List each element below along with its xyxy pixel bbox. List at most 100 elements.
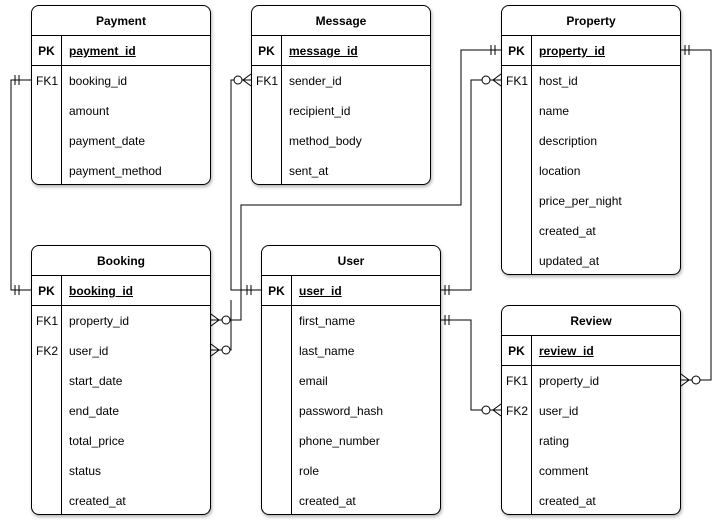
field-row: created_at bbox=[262, 486, 440, 514]
attribute-name: location bbox=[539, 164, 581, 178]
field-row: FK2 user_id bbox=[32, 336, 210, 366]
field-row: method_body bbox=[252, 126, 430, 156]
key-label bbox=[502, 156, 532, 186]
key-label bbox=[262, 426, 292, 456]
field-row: rating bbox=[502, 426, 680, 456]
zero-mark-booking-property bbox=[221, 315, 231, 325]
key-label bbox=[502, 486, 532, 514]
pk-row: PK review_id bbox=[502, 336, 680, 366]
attribute-name: sent_at bbox=[289, 164, 329, 178]
attribute-name: booking_id bbox=[69, 284, 133, 298]
field-row: role bbox=[262, 456, 440, 486]
crowfoot-message bbox=[242, 73, 252, 87]
attribute-name: first_name bbox=[299, 314, 356, 328]
one-mark-payment bbox=[14, 75, 20, 85]
field-row: payment_date bbox=[32, 126, 210, 156]
crowfoot-booking-property bbox=[210, 313, 220, 327]
crowfoot-review-property bbox=[680, 373, 690, 387]
one-mark-property-review bbox=[684, 45, 690, 55]
key-label bbox=[502, 96, 532, 126]
crowfoot-review-user bbox=[492, 403, 502, 417]
attribute-name: description bbox=[539, 134, 598, 148]
key-label bbox=[252, 126, 282, 156]
key-label bbox=[252, 96, 282, 126]
attribute-name: payment_date bbox=[69, 134, 146, 148]
connector-property-user bbox=[441, 79, 501, 291]
key-label: FK1 bbox=[505, 374, 528, 388]
field-row: end_date bbox=[32, 396, 210, 426]
attribute-name: user_id bbox=[69, 344, 109, 358]
attribute-name: message_id bbox=[289, 44, 358, 58]
field-row: payment_method bbox=[32, 156, 210, 184]
key-label bbox=[262, 456, 292, 486]
attribute-name: property_id bbox=[539, 44, 606, 58]
pk-row: PK message_id bbox=[252, 36, 430, 66]
entity-title: Booking bbox=[32, 246, 210, 276]
entity-title: Property bbox=[502, 6, 680, 36]
connector-booking-user bbox=[211, 300, 232, 351]
attribute-name: name bbox=[539, 104, 570, 118]
key-label: FK1 bbox=[505, 74, 528, 88]
attribute-name: email bbox=[299, 374, 328, 388]
key-label bbox=[502, 216, 532, 246]
key-label: PK bbox=[502, 336, 532, 365]
attribute-name: review_id bbox=[539, 344, 594, 358]
key-label: PK bbox=[502, 36, 532, 65]
attribute-name: total_price bbox=[69, 434, 125, 448]
connector-payment-booking bbox=[10, 79, 31, 291]
one-mark-user-review bbox=[444, 315, 450, 325]
pk-row: PK user_id bbox=[262, 276, 440, 306]
key-label bbox=[262, 336, 292, 366]
attribute-name: role bbox=[299, 464, 320, 478]
pk-row: PK payment_id bbox=[32, 36, 210, 66]
field-row: start_date bbox=[32, 366, 210, 396]
field-row: password_hash bbox=[262, 396, 440, 426]
entity-user[interactable]: User PK user_id first_name last_name ema… bbox=[261, 245, 441, 515]
zero-mark-review-user bbox=[481, 405, 491, 415]
field-row: price_per_night bbox=[502, 186, 680, 216]
attribute-name: created_at bbox=[539, 494, 596, 508]
attribute-name: payment_method bbox=[69, 164, 162, 178]
key-label bbox=[502, 426, 532, 456]
zero-mark-property-host bbox=[481, 75, 491, 85]
connector-review-property bbox=[681, 49, 712, 381]
zero-mark-booking-user bbox=[221, 345, 231, 355]
attribute-name: rating bbox=[539, 434, 570, 448]
attribute-name: booking_id bbox=[69, 74, 128, 88]
one-mark-user-property bbox=[444, 285, 450, 295]
attribute-name: method_body bbox=[289, 134, 362, 148]
one-mark-property-booking bbox=[490, 45, 496, 55]
entity-title: Message bbox=[252, 6, 430, 36]
key-label: PK bbox=[32, 276, 62, 305]
crowfoot-property-host bbox=[492, 73, 502, 87]
field-row: created_at bbox=[502, 216, 680, 246]
key-label bbox=[262, 486, 292, 514]
field-row: created_at bbox=[502, 486, 680, 514]
zero-mark-review-property bbox=[691, 375, 701, 385]
attribute-name: price_per_night bbox=[539, 194, 622, 208]
attribute-name: status bbox=[69, 464, 102, 478]
attribute-name: sender_id bbox=[289, 74, 342, 88]
key-label bbox=[32, 426, 62, 456]
attribute-name: end_date bbox=[69, 404, 120, 418]
field-row: sent_at bbox=[252, 156, 430, 184]
key-label bbox=[32, 456, 62, 486]
entity-title: Review bbox=[502, 306, 680, 336]
attribute-name: recipient_id bbox=[289, 104, 351, 118]
key-label bbox=[262, 306, 292, 336]
key-label: PK bbox=[252, 36, 282, 65]
entity-title: User bbox=[262, 246, 440, 276]
field-row: recipient_id bbox=[252, 96, 430, 126]
entity-title: Payment bbox=[32, 6, 210, 36]
attribute-name: property_id bbox=[69, 314, 130, 328]
key-label: FK2 bbox=[35, 344, 58, 358]
connector-review-user bbox=[441, 319, 501, 411]
